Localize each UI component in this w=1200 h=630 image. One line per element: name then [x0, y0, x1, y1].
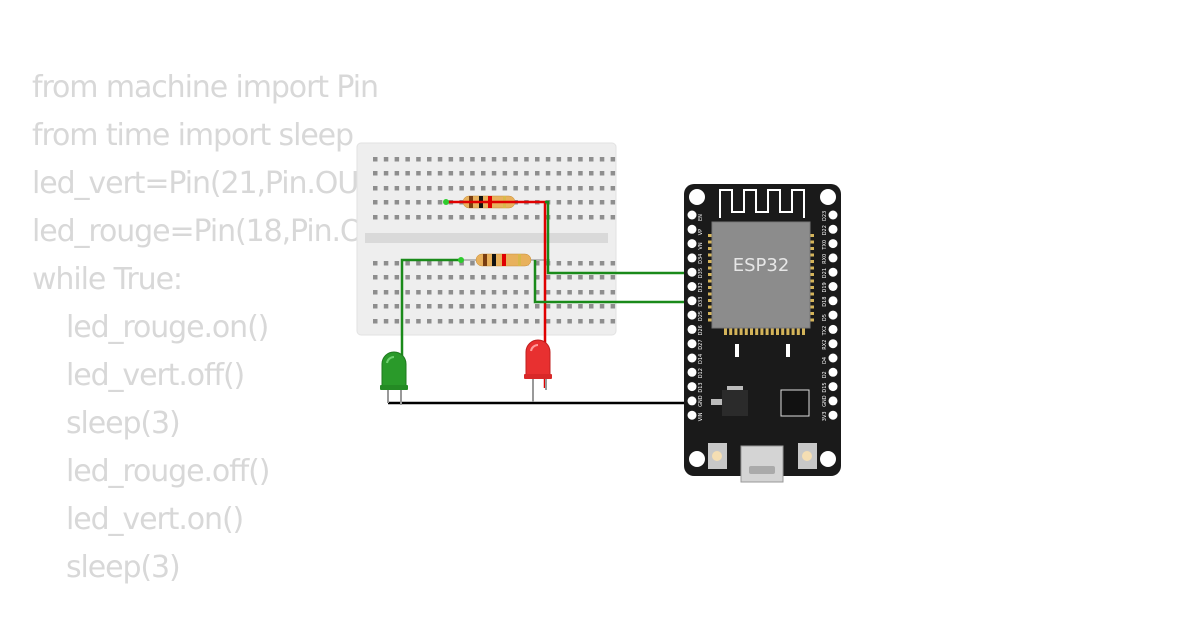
board-pin-right	[828, 339, 838, 349]
pin-label-right: 3V3	[822, 411, 828, 421]
usb-port	[740, 445, 784, 483]
pin-label-left: D13	[698, 382, 704, 392]
board-pin-left	[687, 267, 697, 277]
breadboard	[356, 142, 617, 336]
pin-label-right: D19	[822, 282, 828, 292]
board-pin-right	[828, 324, 838, 334]
code-line: from time import sleep	[32, 118, 354, 153]
board-pin-right	[828, 353, 838, 363]
board-pin-left	[687, 324, 697, 334]
esp32-board: ESP32 ENVPVND34D35D32D33D25D26D27D14D12D…	[684, 184, 841, 483]
pin-label-left: VN	[698, 242, 704, 249]
board-pin-right	[828, 239, 838, 249]
wire-endpoint	[443, 199, 449, 205]
board-pin-right	[828, 410, 838, 420]
pin-label-left: D12	[698, 368, 704, 378]
code-line: sleep(3)	[66, 406, 181, 441]
pin-label-left: D34	[698, 254, 704, 264]
pin-label-right: D4	[822, 357, 828, 364]
pin-label-right: D18	[822, 297, 828, 307]
breadboard-center-channel	[365, 233, 608, 243]
pin-label-right: TX0	[822, 240, 828, 251]
pin-label-left: D35	[698, 268, 704, 278]
pin-label-right: TX2	[822, 326, 828, 337]
board-pin-right	[828, 282, 838, 291]
board-pin-left	[687, 210, 697, 220]
board-pin-right	[828, 396, 838, 406]
board-pin-right	[828, 253, 838, 263]
code-overlay: from machine import Pin from time import …	[32, 64, 412, 592]
pin-label-left: D14	[698, 354, 704, 364]
board-pin-left	[687, 239, 697, 249]
green-led	[380, 351, 408, 405]
pin-label-left: D27	[698, 339, 704, 349]
board-pin-right	[828, 310, 838, 320]
pin-label-right: D5	[822, 314, 828, 321]
board-pin-left	[687, 224, 697, 234]
pin-label-left: D25	[698, 311, 704, 321]
board-pin-right	[828, 224, 838, 234]
code-line: from machine import Pin	[32, 70, 379, 105]
pin-label-right: D22	[822, 225, 828, 235]
board-pin-left	[687, 396, 697, 406]
code-line: led_vert=Pin(21,Pin.OUT)	[32, 166, 387, 201]
pin-label-left: D26	[698, 325, 704, 335]
board-pin-right	[828, 267, 838, 277]
wire-endpoint	[458, 257, 464, 263]
board-pin-left	[687, 382, 697, 392]
code-line: sleep(3)	[66, 550, 181, 585]
board-pin-left	[687, 282, 697, 291]
board-pin-left	[687, 310, 697, 320]
pin-label-right: RX2	[822, 340, 828, 350]
board-pin-right	[828, 367, 838, 377]
wire-green-led	[400, 258, 461, 390]
code-line: led_vert.on()	[66, 502, 244, 537]
board-pin-left	[687, 353, 697, 363]
pin-label-left: D32	[698, 282, 704, 292]
pin-label-right: D21	[822, 268, 828, 278]
pin-label-left: D33	[698, 297, 704, 307]
pin-label-right: D23	[822, 211, 828, 221]
pin-label-left: VP	[698, 229, 704, 235]
board-pin-right	[828, 296, 838, 306]
board-label: ESP32	[733, 255, 790, 276]
code-line: led_rouge.on()	[66, 310, 269, 345]
code-line: led_vert.off()	[66, 358, 245, 393]
pin-label-left: EN	[698, 214, 704, 221]
red-led	[524, 339, 552, 402]
pin-label-left: GND	[698, 395, 704, 407]
board-pin-left	[687, 339, 697, 349]
code-line: led_rouge=Pin(18,Pin.OUT)	[32, 214, 412, 249]
board-pin-right	[828, 382, 838, 392]
pin-label-right: RX0	[822, 254, 828, 264]
board-pin-right	[828, 210, 838, 220]
board-pin-left	[687, 367, 697, 377]
code-line: led_rouge.off()	[66, 454, 270, 489]
pin-label-right: D15	[822, 382, 828, 392]
code-line: while True:	[32, 262, 183, 297]
esp32-module	[711, 221, 811, 329]
resistor-bottom	[461, 253, 550, 267]
board-pin-left	[687, 410, 697, 420]
pin-label-right: GND	[822, 395, 828, 407]
pin-label-right: D2	[822, 371, 828, 378]
board-pin-left	[687, 253, 697, 263]
board-pin-left	[687, 296, 697, 306]
pin-label-left: VIN	[698, 412, 704, 421]
